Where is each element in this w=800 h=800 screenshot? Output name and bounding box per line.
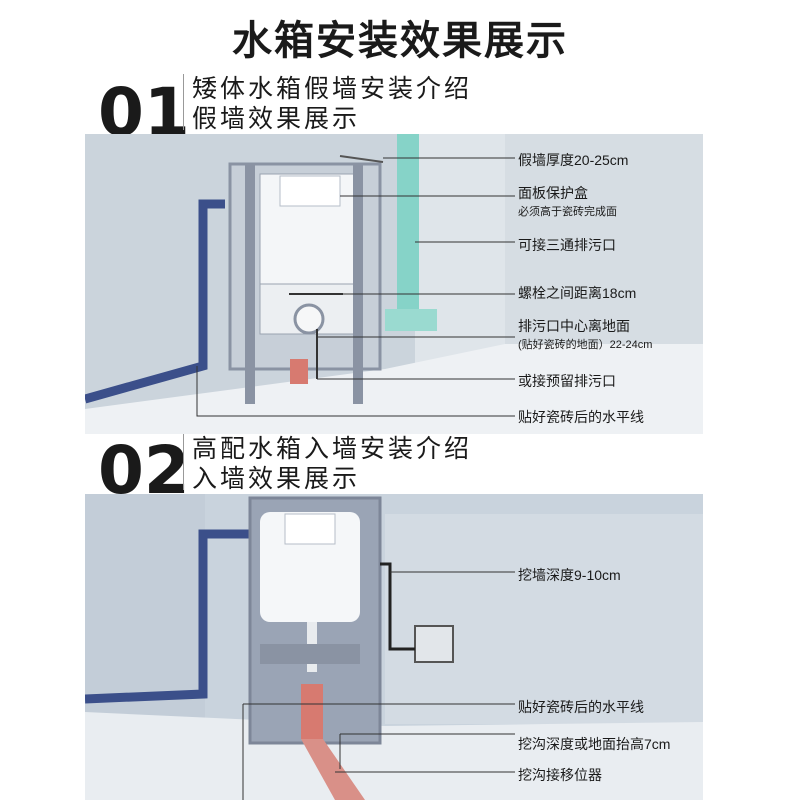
page-title: 水箱安装效果展示: [232, 19, 568, 63]
label-reserved-outlet: 或接预留排污口: [518, 373, 616, 389]
label-tile-level-1: 贴好瓷砖后的水平线: [518, 409, 644, 425]
label-wall-depth: 挖墙深度9-10cm: [518, 567, 621, 583]
label-tile-level-2: 贴好瓷砖后的水平线: [518, 699, 644, 715]
section-1-divider: [183, 74, 184, 130]
section-1-illustration: [85, 134, 703, 434]
label-bolt-distance: 螺栓之间距离18cm: [518, 285, 637, 301]
section-2-subtitle: 入墙效果展示: [192, 465, 361, 493]
section-1-title: 矮体水箱假墙安装介绍: [192, 75, 473, 103]
low-tank-false-wall-diagram: [85, 134, 703, 434]
in-wall-tank-diagram: [85, 494, 703, 800]
label-tee-outlet: 可接三通排污口: [518, 237, 616, 253]
section-2-illustration: [85, 494, 703, 800]
label-outlet-height-note: (贴好瓷砖的地面）22-24cm: [518, 339, 653, 351]
label-trench-depth: 挖沟深度或地面抬高7cm: [518, 736, 671, 752]
label-trench-shift: 挖沟接移位器: [518, 767, 602, 783]
label-panel-box: 面板保护盒: [518, 185, 588, 201]
label-panel-box-note: 必须高于瓷砖完成面: [518, 206, 617, 218]
label-wall-thickness: 假墙厚度20-25cm: [518, 152, 629, 168]
section-2-divider: [183, 434, 184, 490]
label-outlet-height: 排污口中心离地面: [518, 318, 630, 334]
section-2-number: 02: [98, 432, 190, 509]
section-1-subtitle: 假墙效果展示: [192, 105, 361, 133]
section-2-title: 高配水箱入墙安装介绍: [192, 435, 473, 463]
